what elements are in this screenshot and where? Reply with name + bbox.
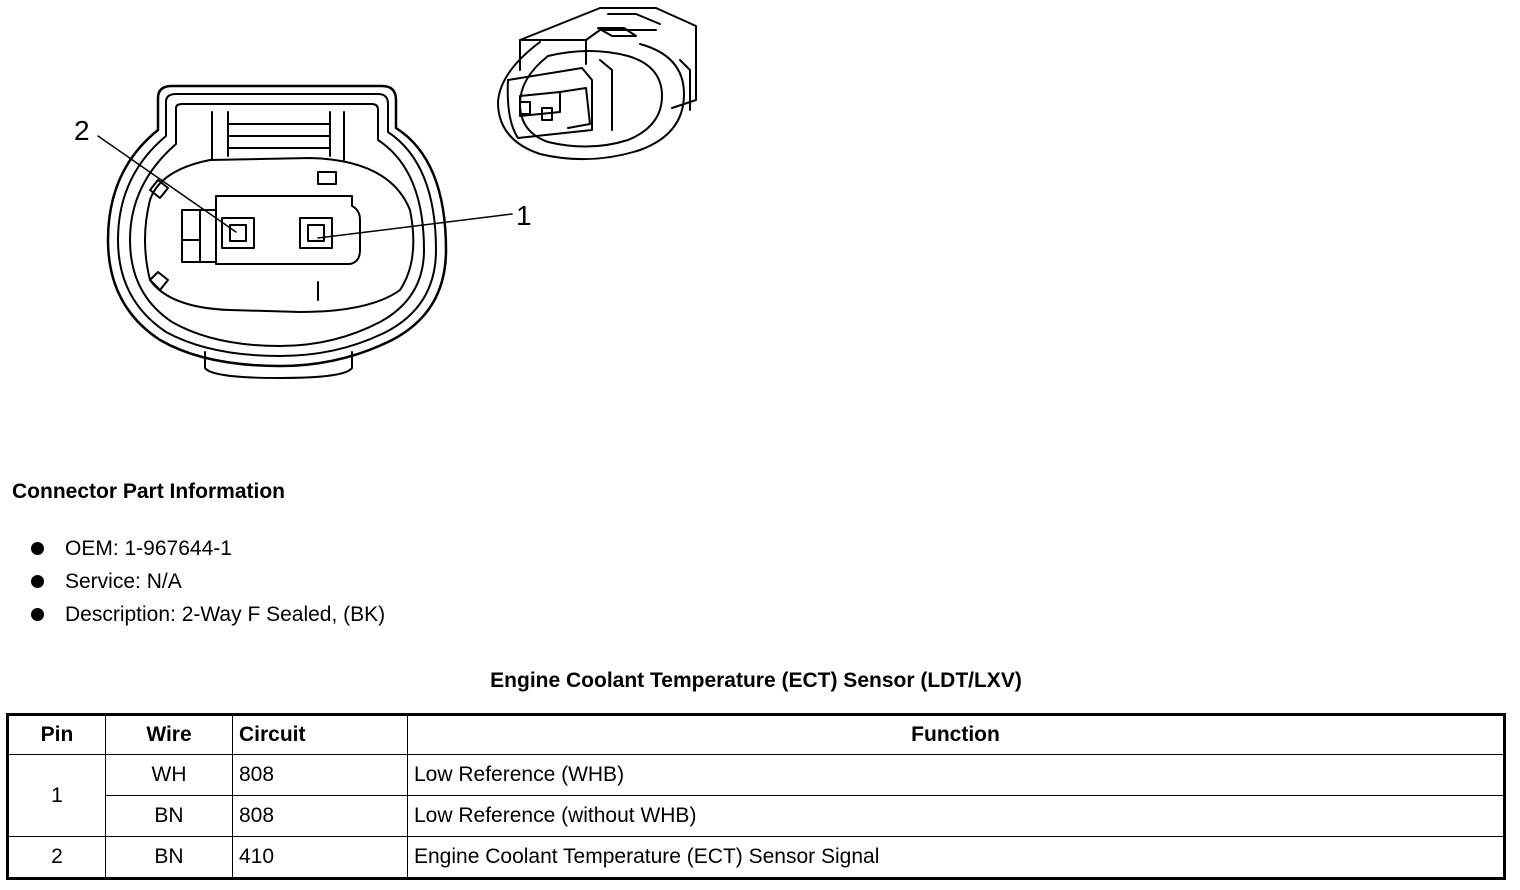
header-function: Function — [407, 714, 1505, 755]
description-text: Description: 2-Way F Sealed, (BK) — [65, 603, 386, 626]
table-row: BN 808 Low Reference (without WHB) — [8, 795, 1505, 837]
pin-table: Pin Wire Circuit Function 1 WH 808 Low R… — [6, 713, 1506, 880]
part-info-title: Connector Part Information — [12, 480, 286, 503]
callout-1-label: 1 — [516, 200, 532, 231]
table-row: 1 WH 808 Low Reference (WHB) — [7, 754, 1505, 837]
list-item: OEM: 1-967644-1 — [28, 532, 385, 565]
table-row: 2 BN 410 Engine Coolant Temperature (ECT… — [7, 836, 1505, 879]
function-cell: Engine Coolant Temperature (ECT) Sensor … — [407, 836, 1505, 879]
table-header-row: Pin Wire Circuit Function — [7, 714, 1505, 755]
header-pin: Pin — [7, 714, 106, 755]
header-wire: Wire — [105, 714, 233, 755]
oem-text: OEM: 1-967644-1 — [65, 537, 232, 560]
callout-2-label: 2 — [74, 115, 90, 146]
connector-front-view — [106, 84, 448, 379]
wire-cell: BN — [105, 795, 233, 837]
bullet-icon — [31, 575, 44, 588]
callout-2-leader — [97, 135, 237, 233]
connector-diagram: 2 1 — [74, 7, 697, 379]
list-item: Service: N/A — [28, 565, 385, 598]
header-circuit: Circuit — [232, 714, 408, 755]
function-cell: Low Reference (without WHB) — [407, 795, 1505, 837]
part-info-list: OEM: 1-967644-1 Service: N/A Description… — [28, 532, 385, 631]
list-item: Description: 2-Way F Sealed, (BK) — [28, 598, 385, 631]
pin-cell: 2 — [7, 836, 106, 879]
circuit-cell: 808 — [232, 754, 408, 796]
wire-cell: WH — [105, 754, 233, 796]
function-cell: Low Reference (WHB) — [407, 754, 1505, 796]
connector-iso-view — [497, 7, 697, 161]
wire-cell: BN — [105, 836, 233, 879]
circuit-cell: 410 — [232, 836, 408, 879]
pin-cell: 1 — [7, 754, 106, 837]
bullet-icon — [31, 542, 44, 555]
callout-1-leader — [317, 213, 513, 239]
bullet-icon — [31, 608, 44, 621]
circuit-cell: 808 — [232, 795, 408, 837]
pin-table-title: Engine Coolant Temperature (ECT) Sensor … — [490, 669, 1022, 692]
service-text: Service: N/A — [65, 570, 182, 593]
